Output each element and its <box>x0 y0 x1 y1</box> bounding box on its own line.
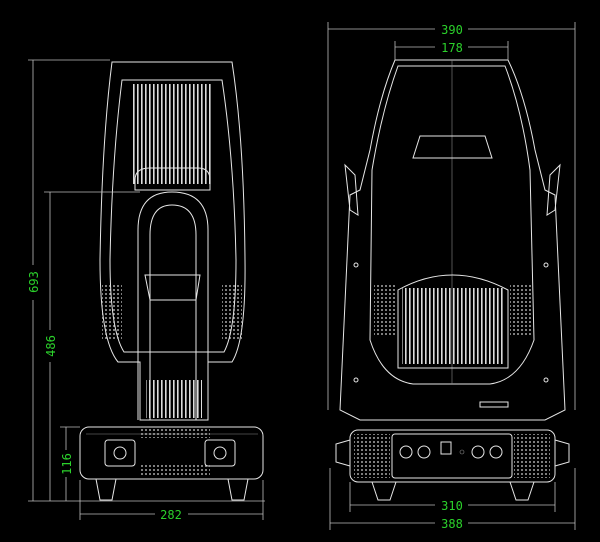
dim-head-top-width: 178 <box>441 41 463 55</box>
dim-yoke-height: 486 <box>44 335 58 357</box>
side-view-dimensions: 693 486 116 282 <box>27 59 265 522</box>
dim-base-height: 116 <box>60 453 74 475</box>
dim-side-base-width: 282 <box>160 508 182 522</box>
dim-front-base-width: 310 <box>441 499 463 513</box>
dim-overall-height: 693 <box>27 271 41 293</box>
dim-overall-base-width: 388 <box>441 517 463 531</box>
dim-head-width: 390 <box>441 23 463 37</box>
front-view-fixture <box>335 59 570 501</box>
side-view-fixture <box>79 61 264 501</box>
front-view-dimensions: 390 178 310 388 <box>327 22 576 531</box>
